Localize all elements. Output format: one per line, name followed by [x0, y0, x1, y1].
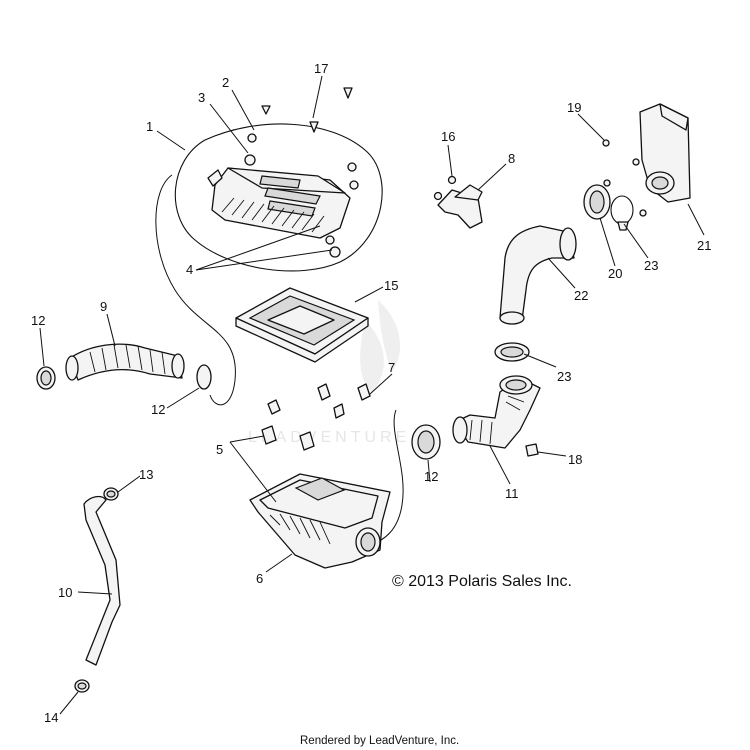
- callout-12-center: 12: [424, 469, 438, 484]
- fastener-18: [525, 443, 539, 457]
- callout-16: 16: [441, 129, 455, 144]
- callout-2: 2: [222, 75, 229, 90]
- callout-7: 7: [388, 360, 395, 375]
- callout-15: 15: [384, 278, 398, 293]
- callout-12-left: 12: [31, 313, 45, 328]
- callout-1: 1: [146, 119, 153, 134]
- clamp-12-left: [36, 366, 56, 390]
- drain-tube-10: [83, 495, 121, 666]
- callout-11: 11: [505, 486, 519, 501]
- airbox-cover-assembly: [155, 123, 383, 406]
- airbox-base-6: [249, 473, 391, 569]
- air-filter-15: [235, 287, 369, 363]
- clips-5-7: [261, 383, 371, 451]
- footer-credit: Rendered by LeadVenture, Inc.: [300, 735, 459, 747]
- callout-23-middle: 23: [557, 369, 571, 384]
- watermark-text: LEADVENTURE: [248, 429, 410, 446]
- callout-13: 13: [139, 467, 153, 482]
- callout-6: 6: [256, 571, 263, 586]
- callout-18: 18: [568, 452, 582, 467]
- bracket-8: [433, 175, 483, 229]
- callout-17: 17: [314, 61, 328, 76]
- clamp-12-center: [411, 424, 441, 460]
- callout-3: 3: [198, 90, 205, 105]
- callout-23-upper: 23: [644, 258, 658, 273]
- clamp-13: [103, 487, 119, 501]
- clamp-14: [74, 679, 90, 693]
- watermark: LEADVENTURE: [248, 300, 410, 446]
- callout-10: 10: [58, 585, 72, 600]
- clamp-23-upper: [610, 195, 634, 231]
- callout-20: 20: [608, 266, 622, 281]
- clamp-12-right: [196, 364, 212, 390]
- callouts: 1 2 3 17 16 8 19 21 4 15 12 9 12 20 23 2…: [31, 61, 711, 725]
- callout-12-lower: 12: [151, 402, 165, 417]
- coupler-20: [583, 184, 611, 220]
- callout-8: 8: [508, 151, 515, 166]
- callout-4: 4: [186, 262, 193, 277]
- elbow-hose-11: [452, 375, 541, 449]
- leader-lines: [39, 75, 705, 715]
- intake-snorkel-21: [602, 103, 691, 217]
- callout-5: 5: [216, 442, 223, 457]
- intake-duct-22: [499, 225, 577, 325]
- callout-14: 14: [44, 710, 58, 725]
- callout-22: 22: [574, 288, 588, 303]
- clamp-23-middle: [494, 342, 530, 362]
- callout-19: 19: [567, 100, 581, 115]
- cover-screws: [261, 87, 353, 133]
- callout-9: 9: [100, 299, 107, 314]
- copyright-text: © 2013 Polaris Sales Inc.: [392, 573, 572, 590]
- hose-9: [65, 343, 185, 381]
- callout-21: 21: [697, 238, 711, 253]
